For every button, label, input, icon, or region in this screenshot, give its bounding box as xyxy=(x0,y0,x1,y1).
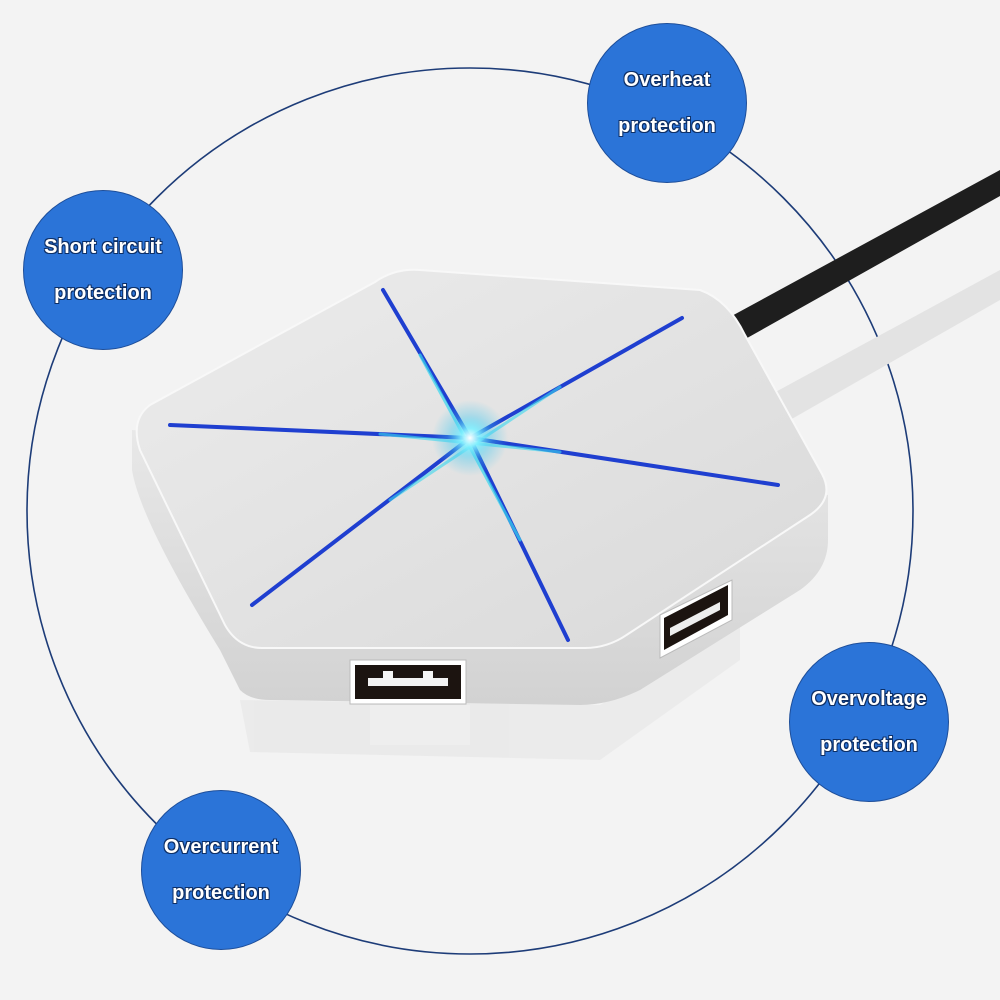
star-light-icon xyxy=(168,288,780,642)
badge-line2: protection xyxy=(820,734,918,756)
badge-line1: Short circuit xyxy=(44,236,162,258)
short-circuit-protection-badge: Short circuit protection xyxy=(23,190,183,350)
overcurrent-protection-badge: Overcurrent protection xyxy=(141,790,301,950)
overheat-protection-badge: Overheat protection xyxy=(587,23,747,183)
usb-port-front xyxy=(349,659,467,705)
usb-port-right xyxy=(659,579,733,659)
badge-line2: protection xyxy=(54,282,152,304)
connector-ring xyxy=(26,67,914,955)
overvoltage-protection-badge: Overvoltage protection xyxy=(789,642,949,802)
badge-line1: Overvoltage xyxy=(811,688,927,710)
hub-reflection xyxy=(240,620,740,760)
badge-line1: Overcurrent xyxy=(163,836,279,858)
badge-line2: protection xyxy=(172,882,270,904)
badge-line1: Overheat xyxy=(623,69,711,91)
usb-cable xyxy=(728,170,1000,342)
badge-line2: protection xyxy=(618,115,716,137)
cable-shadow xyxy=(770,270,1000,420)
